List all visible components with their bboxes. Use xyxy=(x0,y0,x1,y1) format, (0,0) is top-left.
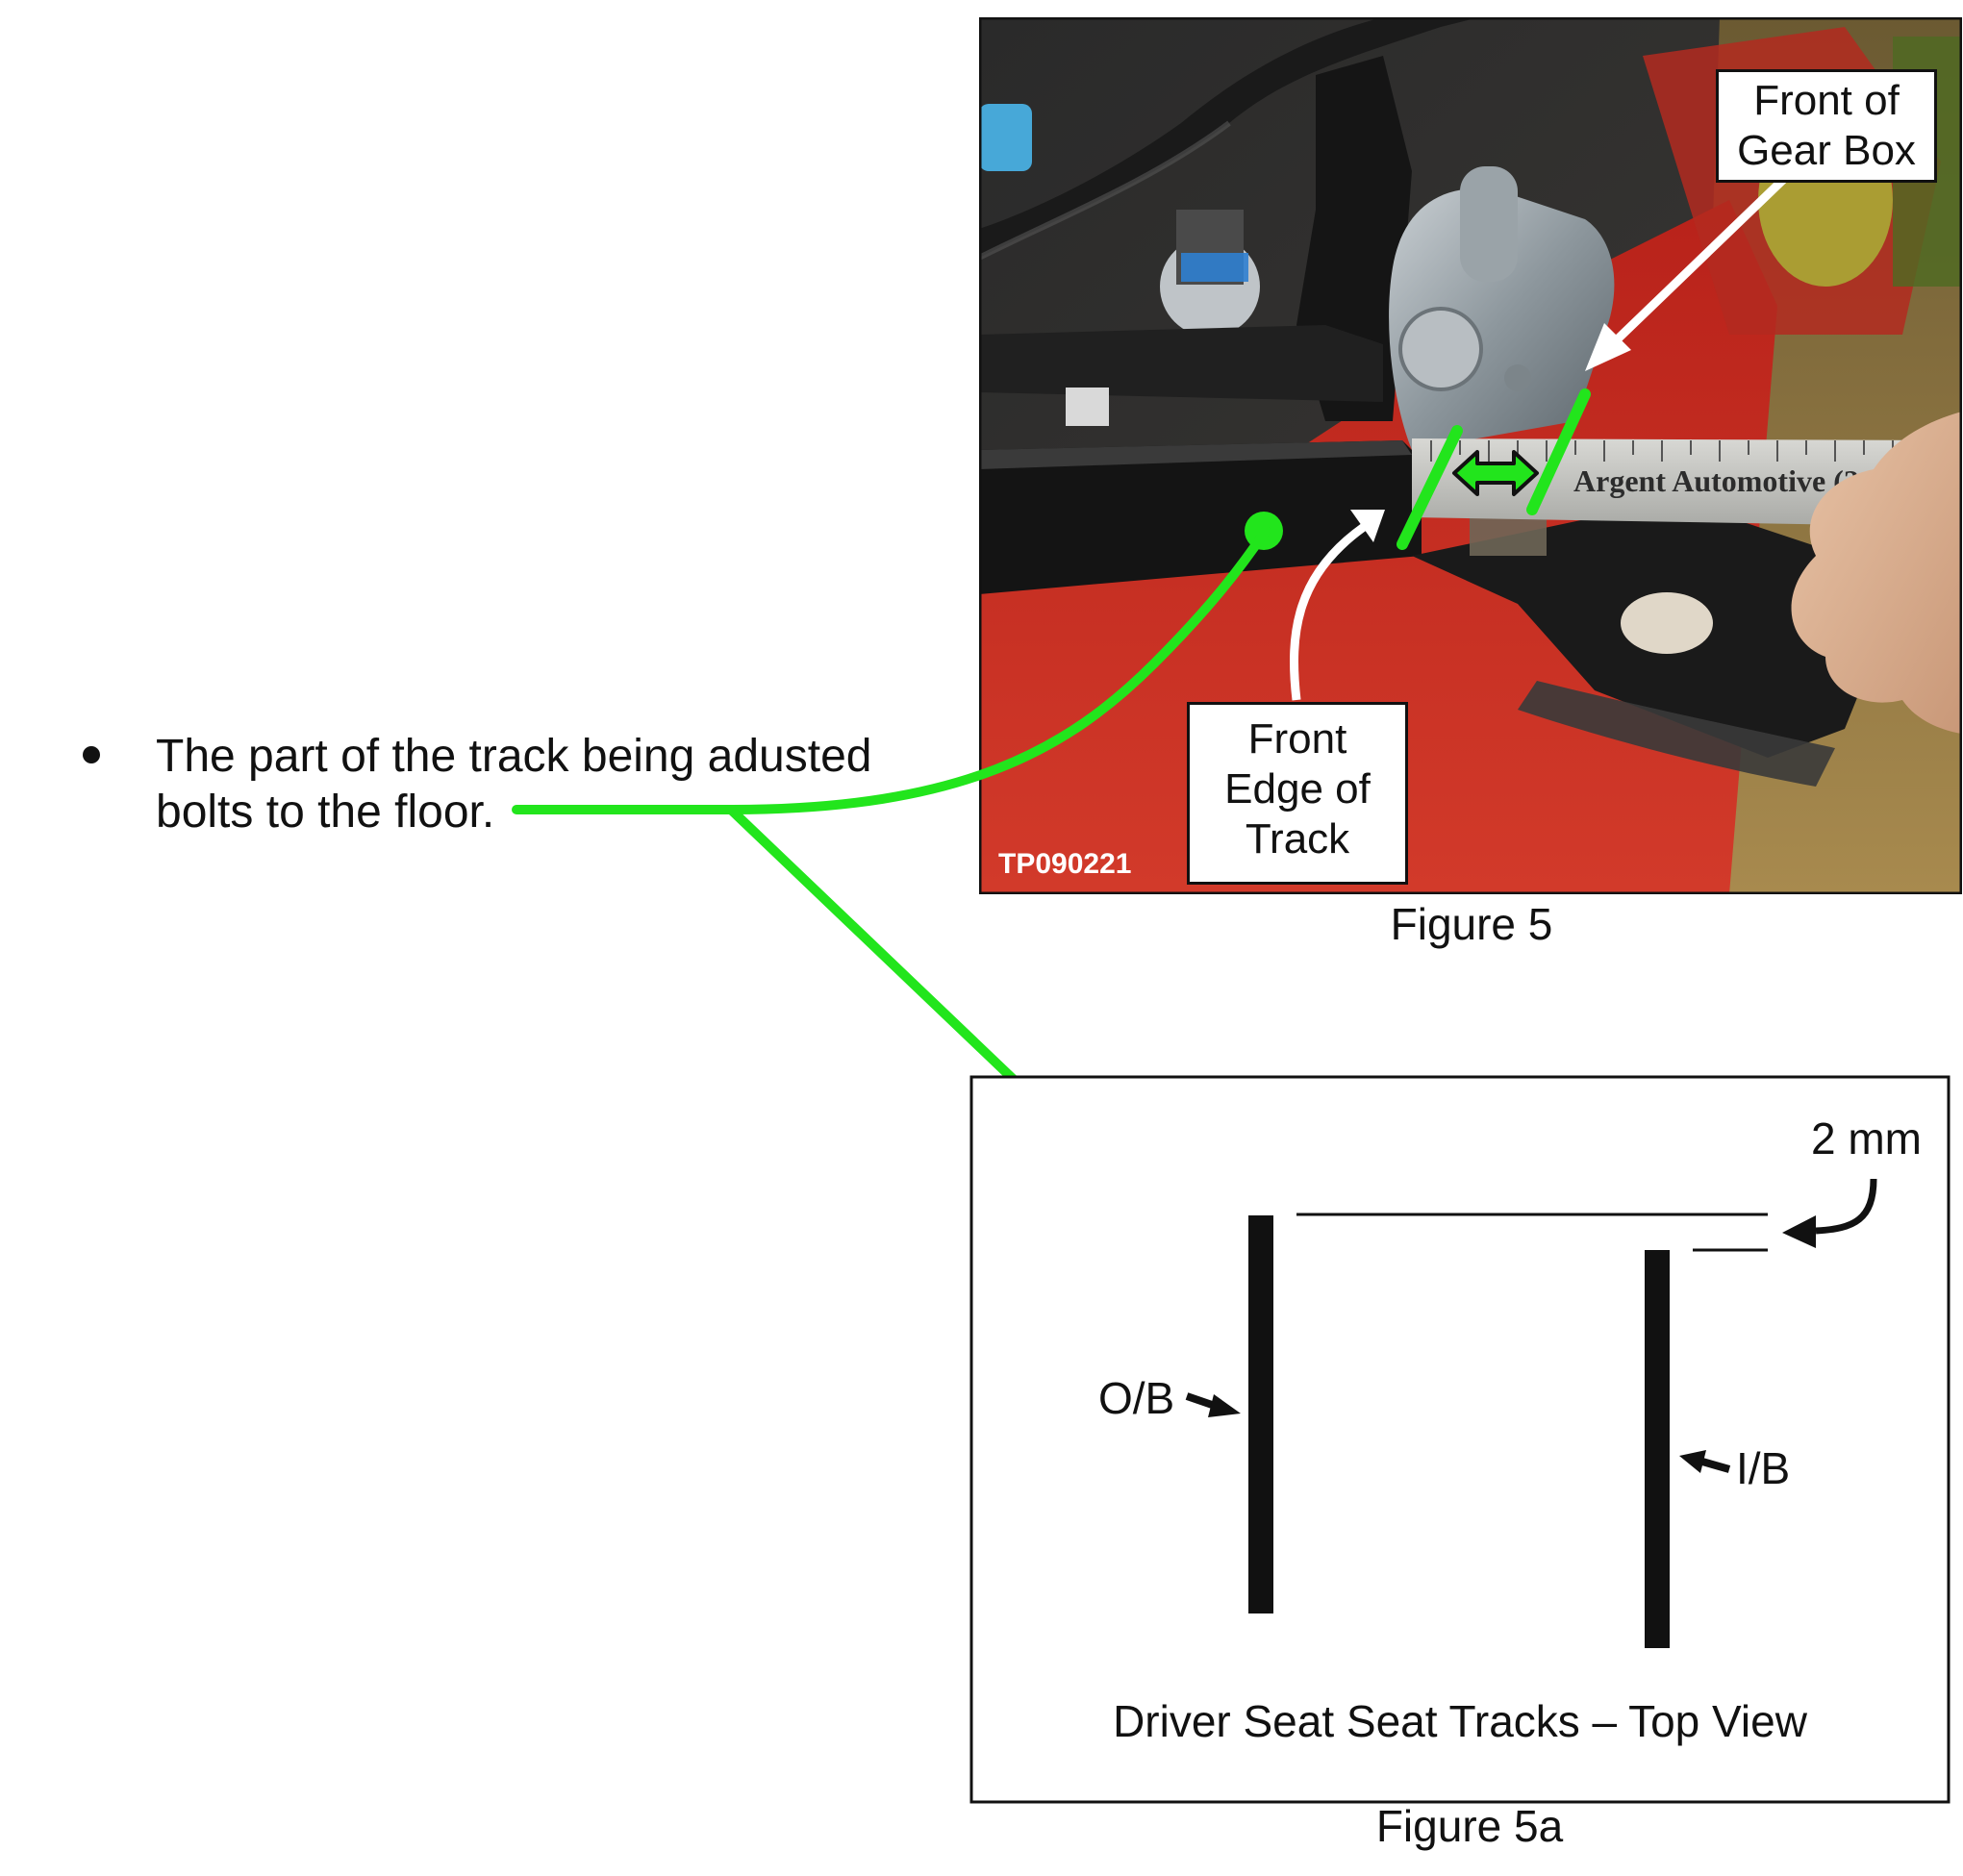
photo-green-mark-track-edge xyxy=(1397,425,1463,550)
inboard-track-bar xyxy=(1645,1250,1670,1648)
callout-front-edge-of-track: Front Edge of Track xyxy=(1187,702,1408,885)
figure-5-caption: Figure 5 xyxy=(1390,899,1553,949)
track-edge-pointer-arrow-icon xyxy=(1289,510,1385,701)
photo-seat-track xyxy=(979,440,1422,594)
outboard-label: O/B xyxy=(1098,1373,1174,1423)
bullet-text-line-2: bolts to the floor. xyxy=(156,787,495,838)
photo-gear-shaft xyxy=(1460,166,1518,282)
photo-upper-rail xyxy=(979,325,1383,402)
bullet-icon xyxy=(83,746,100,763)
offset-curved-arrow-icon xyxy=(1782,1178,1877,1248)
outboard-track-bar xyxy=(1248,1215,1273,1613)
callout-gear-box-line-1: Front of xyxy=(1753,77,1900,124)
green-connector-to-photo xyxy=(512,526,1271,814)
photo-bracket-hole xyxy=(1621,592,1713,654)
figure-5a-diagram: 2 mm O/B I/B Driver Seat Seat Tracks – T… xyxy=(969,1075,1950,1804)
figure-5a-title: Driver Seat Seat Tracks – Top View xyxy=(1113,1696,1808,1746)
photo-hand xyxy=(1791,412,1962,734)
outboard-pointer-arrow-icon xyxy=(1185,1392,1241,1417)
inboard-label: I/B xyxy=(1736,1443,1790,1493)
callout-gear-box-line-2: Gear Box xyxy=(1737,127,1916,174)
callout-track-line-2: Edge of xyxy=(1224,765,1371,813)
photo-blue-clip xyxy=(979,104,1032,171)
callout-track-line-3: Track xyxy=(1245,815,1350,863)
gear-box-pointer-arrow-icon xyxy=(1585,172,1791,371)
photo-double-arrow-icon xyxy=(1452,450,1539,496)
figure-5a-caption: Figure 5a xyxy=(1375,1801,1564,1851)
callout-front-of-gear-box: Front of Gear Box xyxy=(1716,69,1937,183)
offset-label: 2 mm xyxy=(1811,1113,1922,1163)
photo-id-label: TP090221 xyxy=(998,848,1131,880)
callout-track-line-1: Front xyxy=(1247,715,1347,763)
green-connector-to-diagram xyxy=(726,805,1036,1101)
figure-5a-frame xyxy=(969,1075,1950,1804)
photo-green-mark-gear-box xyxy=(1526,388,1591,515)
inboard-pointer-arrow-icon xyxy=(1679,1450,1731,1473)
bullet-text-line-1: The part of the track being adusted xyxy=(156,731,872,782)
bullet-text: The part of the track being adusted bolt… xyxy=(156,729,944,840)
